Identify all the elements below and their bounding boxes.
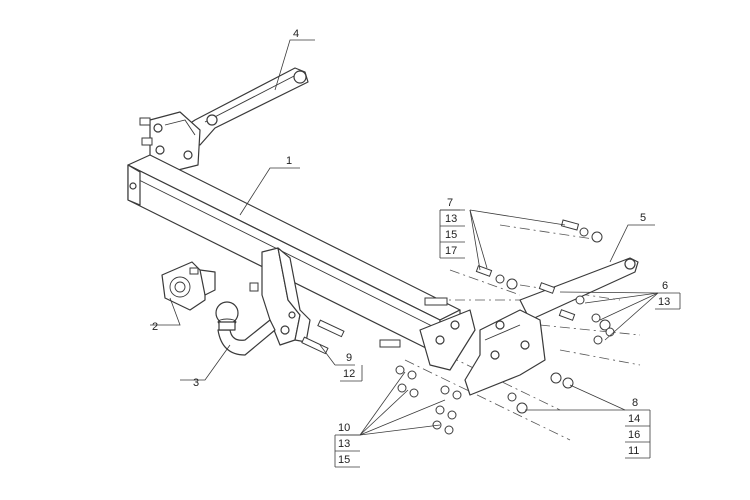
label-1: 1 bbox=[286, 155, 292, 167]
label-15-group7: 15 bbox=[445, 229, 457, 241]
label-11: 11 bbox=[628, 445, 639, 457]
label-9: 9 bbox=[346, 352, 352, 364]
label-13-group10: 13 bbox=[338, 438, 350, 450]
label-12: 12 bbox=[343, 368, 355, 380]
label-2: 2 bbox=[152, 321, 158, 333]
label-13-group7: 13 bbox=[445, 213, 457, 225]
fastener-group-6 bbox=[538, 282, 615, 345]
label-stack-9 bbox=[340, 365, 363, 382]
label-7: 7 bbox=[447, 197, 453, 209]
label-17: 17 bbox=[445, 245, 457, 257]
part-3-tow-ball bbox=[215, 301, 276, 356]
label-16: 16 bbox=[628, 429, 640, 441]
ball-mount-hanger bbox=[261, 247, 311, 346]
label-8: 8 bbox=[632, 397, 638, 409]
assembly-axes bbox=[394, 224, 641, 441]
fastener-group-9 bbox=[301, 319, 345, 355]
fastener-group-8 bbox=[507, 372, 574, 414]
label-stack-6 bbox=[655, 293, 681, 310]
fastener-group-10 bbox=[395, 365, 462, 435]
fastener-group-7 bbox=[475, 219, 603, 290]
label-15-group10: 15 bbox=[338, 454, 350, 466]
part-5-side-bracket bbox=[464, 257, 639, 396]
label-10: 10 bbox=[338, 422, 350, 434]
label-6: 6 bbox=[662, 280, 668, 292]
label-stack-8 bbox=[625, 410, 651, 459]
label-stack-7 bbox=[439, 209, 465, 259]
label-stack-10 bbox=[334, 434, 360, 468]
leader-lines bbox=[150, 39, 680, 436]
part-2-socket-plate bbox=[161, 261, 259, 311]
label-4: 4 bbox=[293, 28, 299, 40]
label-3: 3 bbox=[193, 377, 199, 389]
label-13-group6: 13 bbox=[658, 296, 670, 308]
label-14: 14 bbox=[628, 413, 640, 425]
label-5: 5 bbox=[640, 212, 646, 224]
part-4-side-bracket bbox=[139, 67, 309, 173]
